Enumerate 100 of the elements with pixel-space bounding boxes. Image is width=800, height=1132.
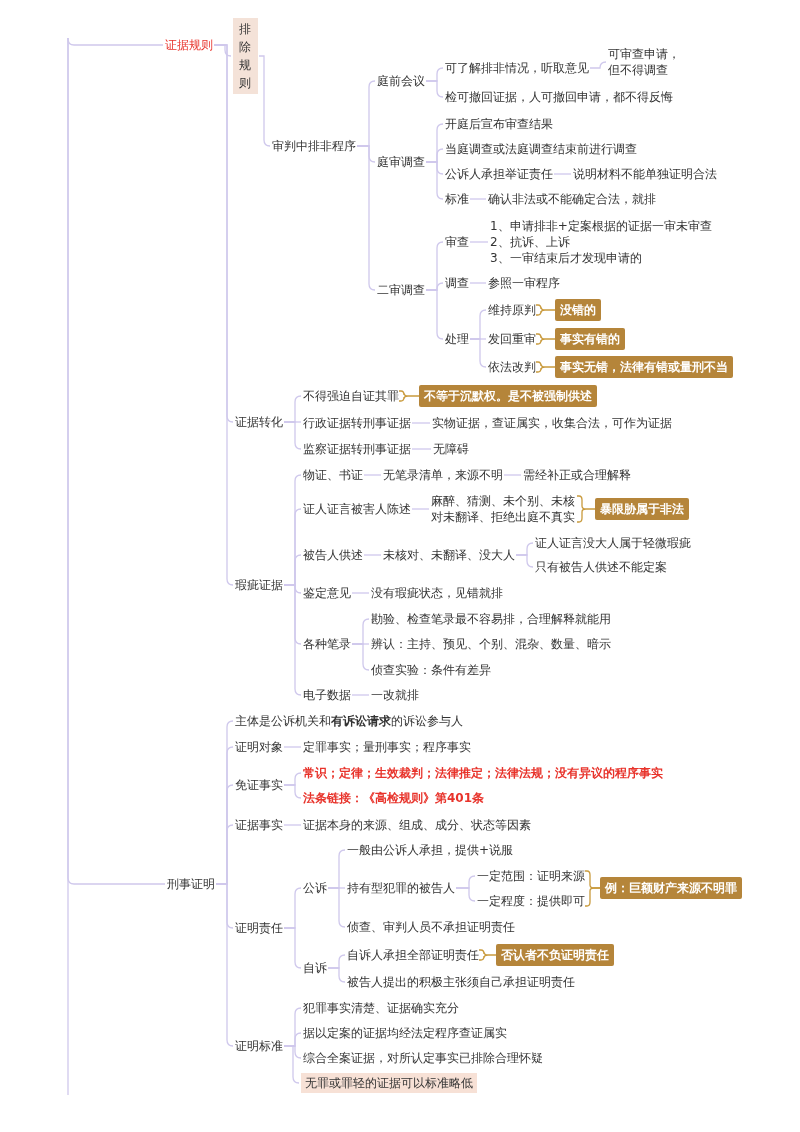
topic-label: 审判中排非程序 [272,138,356,154]
topic-label: 证据规则 [165,37,213,53]
branch-connector [425,80,444,98]
topic-label: 只有被告人供述不能定案 [535,559,667,575]
summary-callout: 例：巨额财产来源不明罪 [600,877,742,899]
topic-label: 无笔录清单，来源不明 [383,467,503,483]
brace-connector [535,333,556,345]
topic-label: 可审查申请，但不得调查 [608,46,682,78]
topic-label: 监察证据转刑事证据 [303,441,411,457]
branch-connector [503,474,522,476]
topic-label: 勘验、检查笔录最不容易排，合理解释就能用 [371,611,611,627]
branch-connector [411,422,431,424]
summary-callout: 事实无错，法律有错或量刑不当 [555,356,733,378]
topic-label: 电子数据 [303,687,351,703]
topic-label: 没有瑕疵状态，见错就排 [371,585,503,601]
branch-connector [589,61,607,69]
topic-label: 二审调查 [377,282,425,298]
topic-label: 处理 [445,331,469,347]
branch-connector [425,161,444,200]
topic-label: 证明对象 [235,739,283,755]
topic-label: 当庭调查或法庭调查结束前进行调查 [445,141,637,157]
branch-connector [363,554,382,556]
topic-label: 实物证据，查证属实，收集合法，可作为证据 [432,415,672,431]
topic-label: 综合全案证据，对所认定事实已排除合理怀疑 [303,1050,543,1066]
topic-label: 未核对、未翻译、没大人 [383,547,515,563]
list-item: 3、一审结束后才发现申请的 [490,250,643,266]
summary-callout: 没错的 [555,299,601,321]
topic-label: 据以定案的证据均经法定程序查证属实 [303,1025,507,1041]
branch-connector [553,173,572,175]
topic-label: 自诉人承担全部证明责任 [347,947,479,963]
branch-connector [469,241,489,243]
topic-label: 一定范围：证明来源 [477,868,585,884]
branch-connector [283,824,302,826]
topic-label: 一改就排 [371,687,419,703]
topic-label: 持有型犯罪的被告人 [347,880,455,896]
topic-label: 各种笔录 [303,636,351,652]
topic-label: 常识；定律；生效裁判；法律推定；法律法规；没有异议的程序事实 [303,765,663,781]
topic-label: 证据事实 [235,817,283,833]
branch-connector [283,1045,300,1084]
branch-connector [455,887,476,902]
topic-label: 被告人提出的积极主张须自己承担证明责任 [347,974,575,990]
topic-label: 公诉 [303,880,327,896]
topic-label: 证明标准 [235,1038,283,1054]
topic-label: 犯罪事实清楚、证据确实充分 [303,1000,459,1016]
topic-label: 一定程度：提供即可 [477,893,585,909]
topic-label: 不得强迫自证其罪 [303,388,399,404]
branch-connector [351,694,370,696]
brace-connector [584,887,601,907]
topic-label: 瑕疵证据 [235,577,283,593]
summary-callout: 否认者不负证明责任 [496,944,614,966]
summary-callout: 事实有错的 [555,328,625,350]
topic-label: 物证、书证 [303,467,363,483]
list-item: 2、抗诉、上诉 [490,234,571,250]
branch-connector [469,198,487,200]
topic-label: 自诉 [303,960,327,976]
brace-connector [535,361,556,373]
branch-connector [356,145,376,291]
topic-label: 侦查、审判人员不承担证明责任 [347,919,515,935]
topic-label: 需经补正或合理解释 [523,467,631,483]
topic-label: 开庭后宣布审查结果 [445,116,553,132]
brace-connector [478,949,497,961]
topic-label: 麻醉、猜测、未个别、未核对未翻译、拒绝出庭不真实 [431,493,577,525]
topic-label: 免证事实 [235,777,283,793]
branch-connector [411,448,432,450]
topic-label: 说明材料不能单独证明合法 [573,166,717,182]
topic-label: 依法改判 [488,359,536,375]
brace-connector [576,495,596,523]
topic-label: 定罪事实；量刑事实；程序事实 [303,739,471,755]
topic-label: 确认非法或不能确定合法，就排 [488,191,656,207]
branch-connector [283,784,302,799]
list-item: 1、申请排非+定案根据的证据一审未审查 [490,218,712,234]
brace-connector [398,390,420,402]
topic-label: 庭前会议 [377,73,425,89]
branch-connector [327,967,346,983]
branch-connector [469,282,487,284]
topic-label: 证据转化 [235,414,283,430]
topic-label: 参照一审程序 [488,275,560,291]
topic-label: 行政证据转刑事证据 [303,415,411,431]
branch-connector [411,508,430,510]
topic-label: 证人证言没大人属于轻微瑕疵 [535,535,691,551]
topic-label: 鉴定意见 [303,585,351,601]
branch-connector [351,643,370,671]
branch-connector [258,55,271,147]
topic-label: 可了解排非情况，听取意见 [445,60,589,76]
topic-label: 被告人供述 [303,547,363,563]
branch-connector [213,44,234,586]
topic-label: 证明责任 [235,920,283,936]
branch-connector [515,554,534,568]
topic-label: 证人证言被害人陈述 [303,501,411,517]
highlighted-topic: 排除规则 [233,18,258,94]
topic-label: 标准 [445,191,469,207]
topic-label: 公诉人承担举证责任 [445,166,553,182]
topic-label: 庭审调查 [377,154,425,170]
branch-connector [351,592,370,594]
highlighted-topic: 无罪或罪轻的证据可以标准略低 [301,1073,477,1093]
branch-connector [67,37,166,885]
topic-label: 发回重审 [488,331,536,347]
topic-label: 检可撤回证据，人可撤回申请，都不得反悔 [445,89,673,105]
topic-label: 一般由公诉人承担，提供+说服 [347,842,514,858]
branch-connector [283,746,302,748]
